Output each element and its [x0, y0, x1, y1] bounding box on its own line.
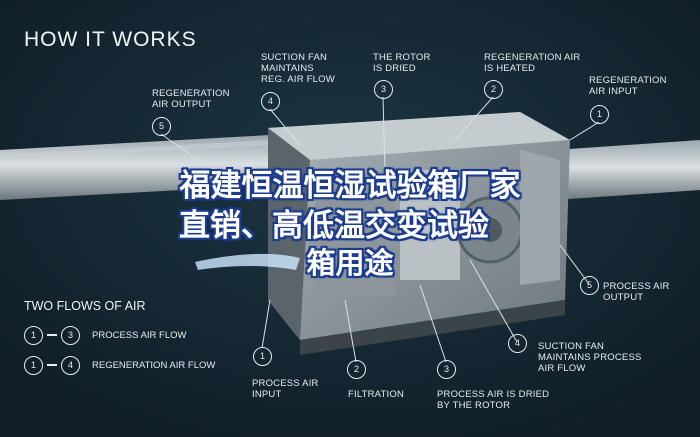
process-air-input-label: PROCESS AIR INPUT [252, 378, 319, 400]
step-4-process-badge: 4 [508, 334, 527, 353]
overlay-headline-line3: 箱用途 [306, 246, 394, 280]
legend-dash [47, 364, 57, 366]
process-air-dried-label: PROCESS AIR IS DRIED BY THE ROTOR [437, 389, 550, 411]
legend-from-badge: 1 [24, 325, 43, 345]
regen-air-input-label: REGENERATION AIR INPUT [589, 75, 667, 97]
step-3-dried-badge: 3 [437, 360, 456, 379]
legend-to-badge: 3 [61, 325, 80, 345]
step-2-badge: 2 [484, 80, 503, 99]
airflow-arrow [195, 253, 300, 270]
left-duct [0, 135, 270, 200]
legend-to-badge: 4 [61, 355, 80, 375]
legend-dash [47, 334, 57, 336]
legend-from-badge: 1 [24, 355, 43, 375]
overlay-headline-line1: 福建恒温恒湿试验箱厂家 [179, 168, 521, 204]
suction-fan-regen-label: SUCTION FAN MAINTAINS REG. AIR FLOW [261, 52, 335, 85]
page-title: HOW IT WORKS [24, 28, 197, 51]
legend-row-regeneration: 1 4 REGENERATION AIR FLOW [24, 355, 215, 375]
process-air-output-label: PROCESS AIR OUTPUT [603, 281, 670, 303]
rotor-dried-label: THE ROTOR IS DRIED [373, 52, 431, 74]
legend-row-process: 1 3 PROCESS AIR FLOW [24, 325, 187, 345]
step-2-filtration-badge: 2 [347, 360, 366, 379]
step-4-badge: 4 [261, 92, 280, 111]
step-3-badge: 3 [374, 80, 393, 99]
dehumidifier-unit [268, 112, 570, 355]
right-duct [555, 140, 700, 200]
step-5-output-badge: 5 [580, 276, 599, 295]
legend-label: PROCESS AIR FLOW [92, 329, 187, 341]
regen-air-output-label: REGENERATION AIR OUTPUT [152, 88, 230, 110]
step-5-badge: 5 [152, 117, 171, 136]
legend-label: REGENERATION AIR FLOW [92, 359, 216, 371]
legend-title: TWO FLOWS OF AIR [24, 299, 146, 313]
filtration-label: FILTRATION [348, 389, 405, 400]
suction-fan-process-label: SUCTION FAN MAINTAINS PROCESS AIR FLOW [538, 341, 642, 374]
regen-air-heated-label: REGENERATION AIR IS HEATED [484, 52, 581, 74]
step-1-input-badge: 1 [253, 347, 272, 366]
overlay-headline-line2: 直销、高低温交变试验 [179, 208, 489, 244]
step-1-badge: 1 [590, 105, 609, 124]
